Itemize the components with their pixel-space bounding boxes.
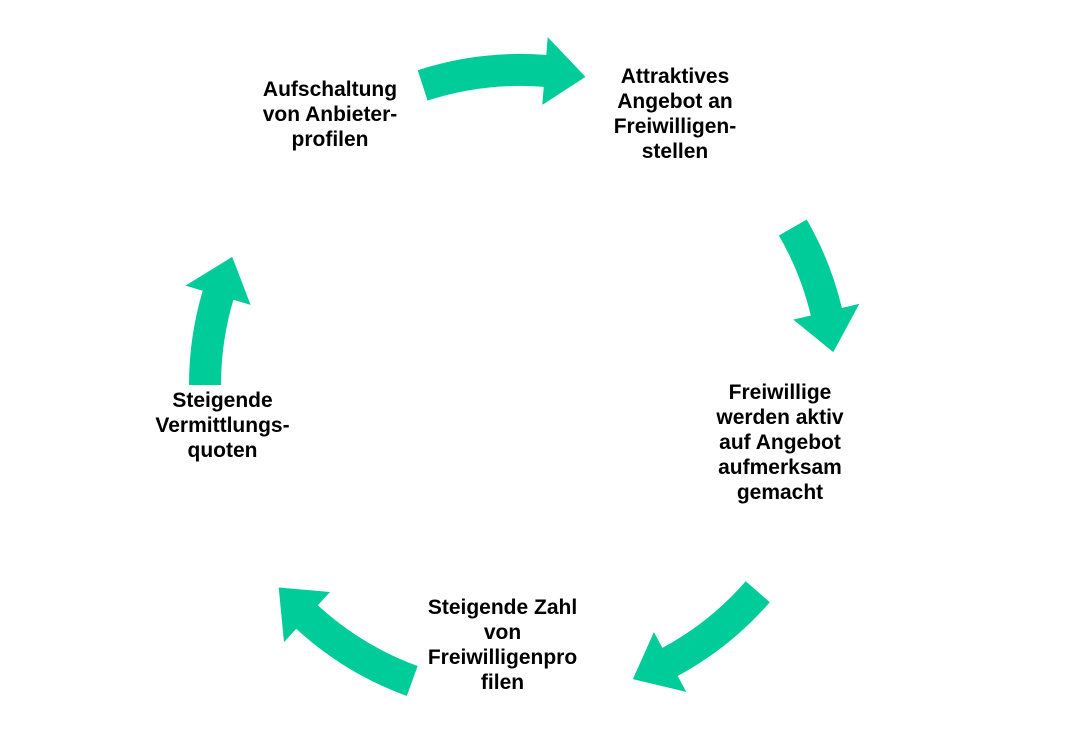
node-line: gemacht [736,481,824,504]
node-line: Steigende [172,389,273,412]
cycle-arrow-1 [417,37,586,105]
node-line: Steigende Zahl [427,596,578,619]
node-line: aufmerksam [718,456,842,479]
node-line: Attraktives [620,65,730,88]
node-line: von Anbieter- [262,103,398,126]
node-line: quoten [187,439,258,462]
node-line: Freiwillige [728,381,832,404]
node-steigende-zahl-profile: Steigende Zahl von Freiwilligenpro filen [405,595,600,695]
node-freiwillige-aufmerksam: Freiwillige werden aktiv auf Angebot auf… [690,380,870,505]
node-line: filen [480,671,525,694]
node-line: Freiwilligenpro [427,646,578,669]
node-steigende-vermittlungsquoten: Steigende Vermittlungs- quoten [130,388,315,463]
node-line: Vermittlungs- [155,414,290,437]
node-line: Angebot an [617,90,733,113]
cycle-arrow-4 [278,587,418,696]
node-line: Aufschaltung [262,78,398,101]
node-line: stellen [641,140,709,163]
node-attraktives-angebot: Attraktives Angebot an Freiwilligen- ste… [590,64,760,164]
cycle-arrow-3 [632,581,770,692]
cycle-arrow-2 [778,219,860,353]
node-line: werden aktiv [716,406,844,429]
node-line: Freiwilligen- [613,115,737,138]
cycle-arrow-5 [185,256,251,385]
node-line: von [483,621,522,644]
node-line: auf Angebot [719,431,841,454]
node-aufschaltung-anbieterprofile: Aufschaltung von Anbieter- profilen [240,77,420,152]
node-line: profilen [291,128,369,151]
